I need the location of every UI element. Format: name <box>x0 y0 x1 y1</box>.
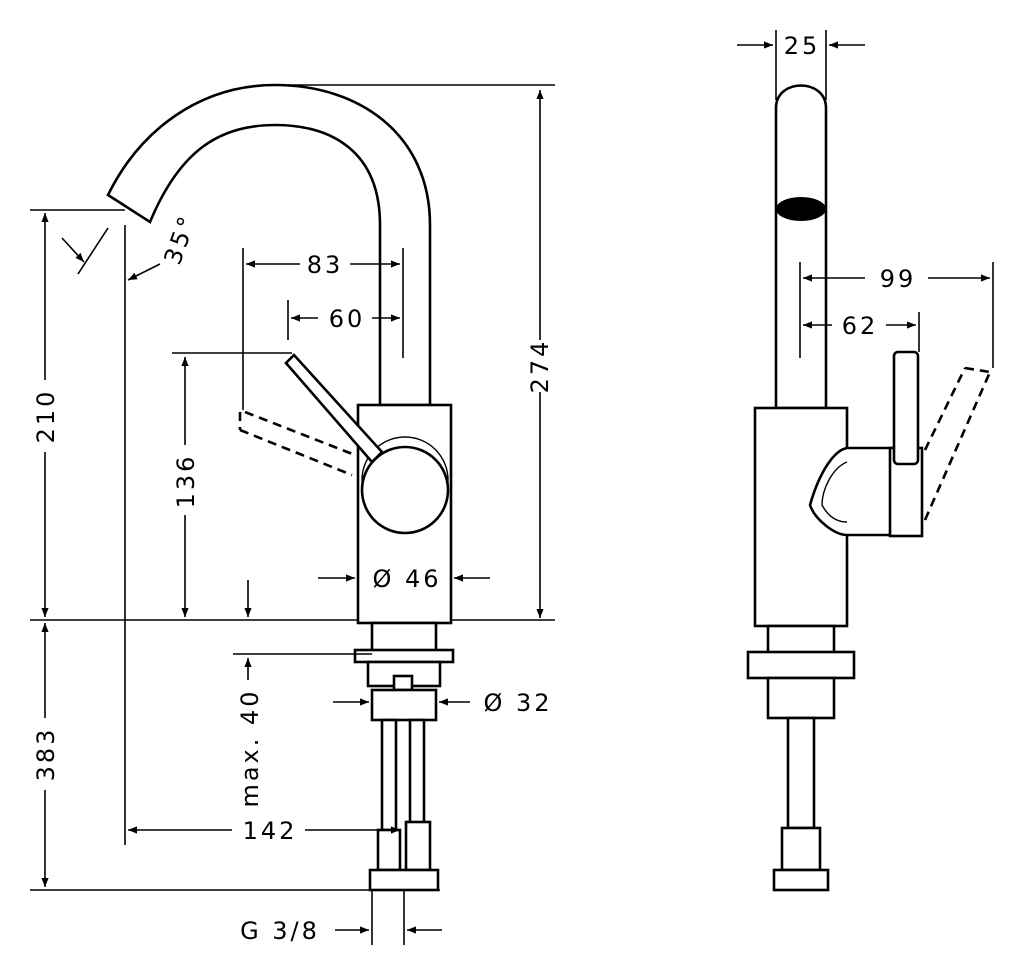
hose-fitting-left <box>376 828 402 872</box>
side-dimensions: 25 99 62 <box>737 30 994 368</box>
dim-lever-reach-open: 83 <box>307 251 344 279</box>
front-view <box>30 83 555 892</box>
dim-lever-reach: 60 <box>329 305 366 333</box>
lever-hub <box>360 445 450 535</box>
dim-spout-reach: 142 <box>243 817 298 845</box>
hose-nut <box>368 868 440 892</box>
dim-shank-diameter: Ø 32 <box>483 689 552 717</box>
dim-max-deck-thickness: max. 40 <box>236 688 264 807</box>
dim-height-above-deck: 210 <box>32 389 60 444</box>
dim-side-lever-reach-open: 99 <box>880 265 917 293</box>
lever-handle <box>284 353 384 464</box>
dim-spout-width: 25 <box>784 32 821 60</box>
side-lever-handle <box>892 350 920 466</box>
spout-aerator <box>776 197 826 221</box>
side-lever-hub <box>808 446 894 537</box>
side-hose-nut <box>772 868 830 892</box>
dim-below-deck-length: 383 <box>32 727 60 782</box>
shank <box>370 621 438 655</box>
hose-right <box>408 718 426 832</box>
side-lever-open-position <box>923 366 992 521</box>
hose-left <box>380 718 398 832</box>
nut-screw <box>392 674 414 692</box>
mounting-plate <box>353 648 455 664</box>
mounting-nut <box>366 660 442 688</box>
spout <box>106 83 432 407</box>
side-hub-inner <box>821 461 848 523</box>
side-spout <box>774 84 828 410</box>
side-mounting-plate <box>746 650 856 680</box>
hose-fitting-right <box>404 820 432 872</box>
lever-open-position <box>238 410 356 477</box>
side-shank <box>766 624 836 656</box>
dim-spout-angle: 35° <box>159 210 203 268</box>
dim-side-lever-reach: 62 <box>842 312 879 340</box>
side-lower-shank <box>766 676 836 720</box>
side-view <box>746 84 992 892</box>
dim-connection-thread: G 3/8 <box>240 917 320 945</box>
dim-spout-height: 274 <box>526 339 554 394</box>
lower-shank <box>370 688 438 722</box>
side-hose-fitting <box>780 826 822 872</box>
side-hose <box>786 716 816 830</box>
dim-body-diameter: Ø 46 <box>372 565 441 593</box>
front-dimensions: 274 210 383 136 83 60 Ø 46 Ø <box>32 90 554 945</box>
dim-lever-height: 136 <box>172 454 200 509</box>
